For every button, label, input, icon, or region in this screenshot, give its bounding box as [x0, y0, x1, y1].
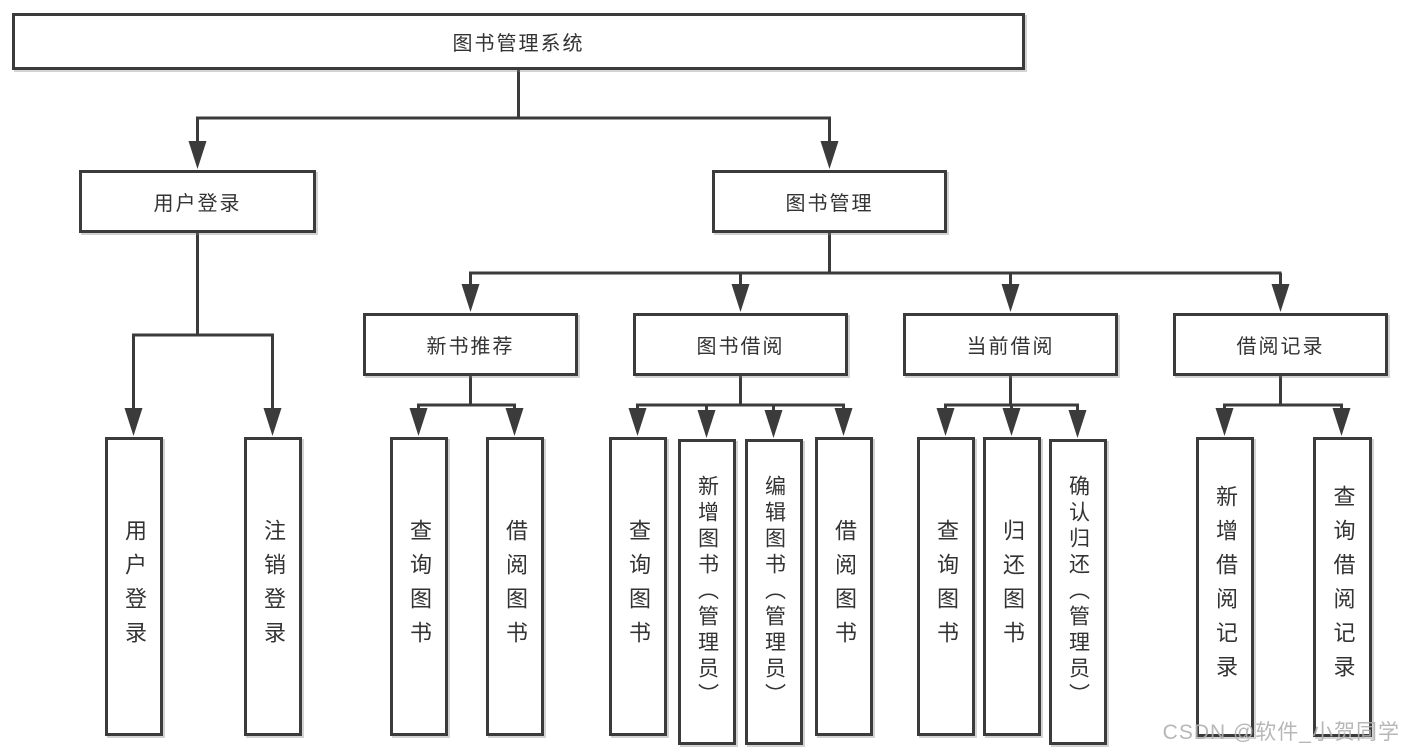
arrowhead [409, 408, 428, 436]
node-new-book-recommendation: 新书推荐 [363, 313, 578, 376]
node-book-management-system: 图书管理系统 [12, 13, 1025, 70]
arrowhead [834, 408, 853, 436]
leaf-confirm-return-admin: 确认归还（管理员） [1049, 439, 1107, 745]
arrowhead [628, 408, 647, 436]
leaf-label: 查询借阅记录 [1330, 485, 1356, 689]
node-user-login: 用户登录 [79, 170, 316, 233]
leaf-borrow-books-recommendation: 借阅图书 [486, 437, 544, 736]
leaf-label: 查询图书 [626, 518, 651, 655]
arrowhead [1002, 408, 1021, 436]
leaf-query-books-recommendation: 查询图书 [390, 437, 448, 736]
arrowhead [1001, 284, 1020, 312]
leaf-label: 确认归还（管理员） [1066, 475, 1090, 709]
arrowhead [764, 410, 783, 438]
leaf-query-books-borrowing: 查询图书 [609, 437, 667, 736]
leaf-label: 归还图书 [1000, 518, 1025, 655]
leaf-label: 借阅图书 [832, 518, 857, 655]
connector-root-to-level2 [196, 70, 831, 148]
arrowhead [1215, 408, 1234, 436]
arrowhead [461, 284, 480, 312]
leaf-label: 注销登录 [261, 518, 286, 655]
arrowhead [820, 141, 839, 169]
node-label: 图书借阅 [696, 336, 785, 358]
node-book-management: 图书管理 [712, 170, 947, 233]
leaf-return-books: 归还图书 [983, 437, 1041, 736]
node-borrowing-records: 借阅记录 [1173, 313, 1388, 376]
node-label: 图书管理系统 [452, 33, 585, 55]
node-label: 用户登录 [153, 193, 242, 215]
arrowhead [936, 408, 955, 436]
connector-borrowing-records-to-children [1223, 376, 1343, 417]
arrowhead [1332, 408, 1351, 436]
node-label: 图书管理 [785, 193, 874, 215]
leaf-label: 查询图书 [934, 518, 959, 655]
leaf-logout: 注销登录 [244, 437, 302, 736]
connector-new-book-recommendation-to-children [417, 376, 516, 417]
arrowhead [505, 408, 524, 436]
connector-book-management-to-level3 [469, 233, 1282, 293]
leaf-edit-books-admin: 编辑图书（管理员） [745, 439, 803, 745]
leaf-query-borrowing-record: 查询借阅记录 [1313, 437, 1372, 737]
arrowhead [1271, 284, 1290, 312]
node-label: 新书推荐 [426, 336, 515, 358]
arrowhead [263, 408, 282, 436]
arrowhead [1068, 410, 1087, 438]
connector-user-login-to-children [132, 233, 274, 414]
csdn-watermark: CSDN @软件_小贺同学 [1162, 721, 1400, 744]
leaf-label: 新增图书（管理员） [695, 475, 719, 709]
node-label: 当前借阅 [966, 336, 1055, 358]
arrowhead [188, 141, 207, 169]
leaf-label: 用户登录 [122, 518, 147, 655]
connector-book-borrowing-to-children [636, 376, 845, 419]
arrowhead [124, 408, 143, 436]
connector-current-borrowing-to-children [944, 376, 1079, 419]
leaf-borrow-books-borrowing: 借阅图书 [815, 437, 873, 736]
leaf-label: 查询图书 [407, 518, 432, 655]
leaf-label: 新增借阅记录 [1213, 485, 1238, 689]
leaf-add-books-admin: 新增图书（管理员） [678, 439, 736, 745]
arrowhead [731, 284, 750, 312]
leaf-add-borrowing-record: 新增借阅记录 [1196, 437, 1254, 737]
node-current-borrowing: 当前借阅 [903, 313, 1118, 376]
leaf-query-books-current: 查询图书 [917, 437, 975, 736]
node-label: 借阅记录 [1236, 336, 1325, 358]
leaf-label: 借阅图书 [503, 518, 528, 655]
arrowhead [697, 410, 716, 438]
node-book-borrowing: 图书借阅 [633, 313, 848, 376]
leaf-user-login: 用户登录 [105, 437, 163, 736]
leaf-label: 编辑图书（管理员） [762, 475, 786, 709]
